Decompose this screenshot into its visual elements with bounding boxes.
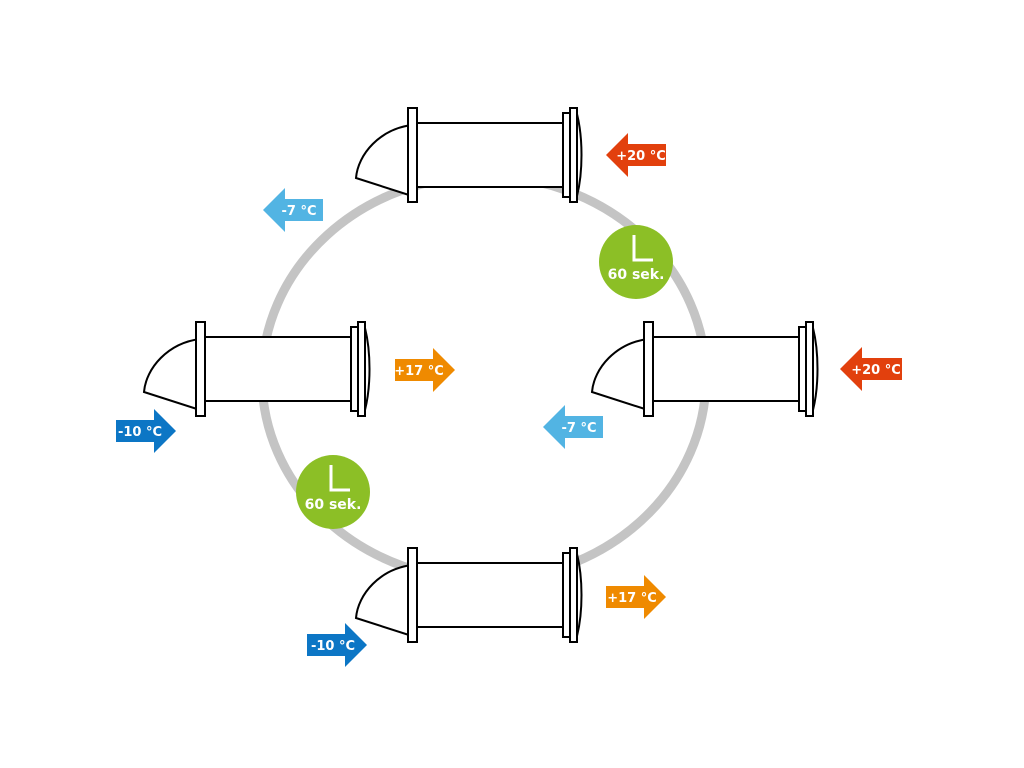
arrow-left-icon — [263, 188, 323, 232]
timer-upper-right: 60 sek. — [599, 225, 673, 299]
ventilator-unit-right — [590, 321, 819, 417]
arrow-right-cool: -7 °C — [543, 405, 603, 449]
ventilator-unit-top — [354, 107, 583, 203]
arrow-label: -7 °C — [561, 421, 596, 436]
clock-hands-icon — [632, 235, 653, 262]
arrow-label: +20 °C — [616, 149, 666, 164]
arrow-bottom-warm: +17 °C — [606, 575, 666, 619]
arrow-label: -10 °C — [118, 425, 162, 440]
timer-badge — [296, 455, 370, 529]
arrow-label: -7 °C — [281, 204, 316, 219]
arrow-left-icon — [606, 133, 666, 177]
arrow-label: +20 °C — [851, 363, 901, 378]
arrow-left-icon — [543, 405, 603, 449]
arrow-left-warm: +17 °C — [394, 348, 455, 392]
timer-lower-left: 60 sek. — [296, 455, 370, 529]
ventilator-unit-bottom — [354, 547, 583, 643]
timer-badge — [599, 225, 673, 299]
arrow-label: +17 °C — [394, 364, 444, 379]
arrow-right-icon — [116, 409, 176, 453]
arrow-right-hot: +20 °C — [840, 347, 902, 391]
arrow-label: -10 °C — [311, 639, 355, 654]
arrow-bottom-cold: -10 °C — [307, 623, 367, 667]
timer-label: 60 sek. — [608, 267, 665, 283]
ventilator-unit-icon — [590, 321, 819, 417]
ventilator-unit-icon — [142, 321, 371, 417]
arrow-top-hot: +20 °C — [606, 133, 666, 177]
clock-hands-icon — [329, 465, 350, 492]
timer-label: 60 sek. — [305, 497, 362, 513]
arrow-left-cold: -10 °C — [116, 409, 176, 453]
arrow-label: +17 °C — [607, 591, 657, 606]
ventilator-unit-left — [142, 321, 371, 417]
ventilator-unit-icon — [354, 547, 583, 643]
arrow-right-icon — [307, 623, 367, 667]
arrow-left-icon — [840, 347, 902, 391]
ventilator-unit-icon — [354, 107, 583, 203]
arrow-top-cool: -7 °C — [263, 188, 323, 232]
arrow-right-icon — [606, 575, 666, 619]
arrow-right-icon — [395, 348, 455, 392]
